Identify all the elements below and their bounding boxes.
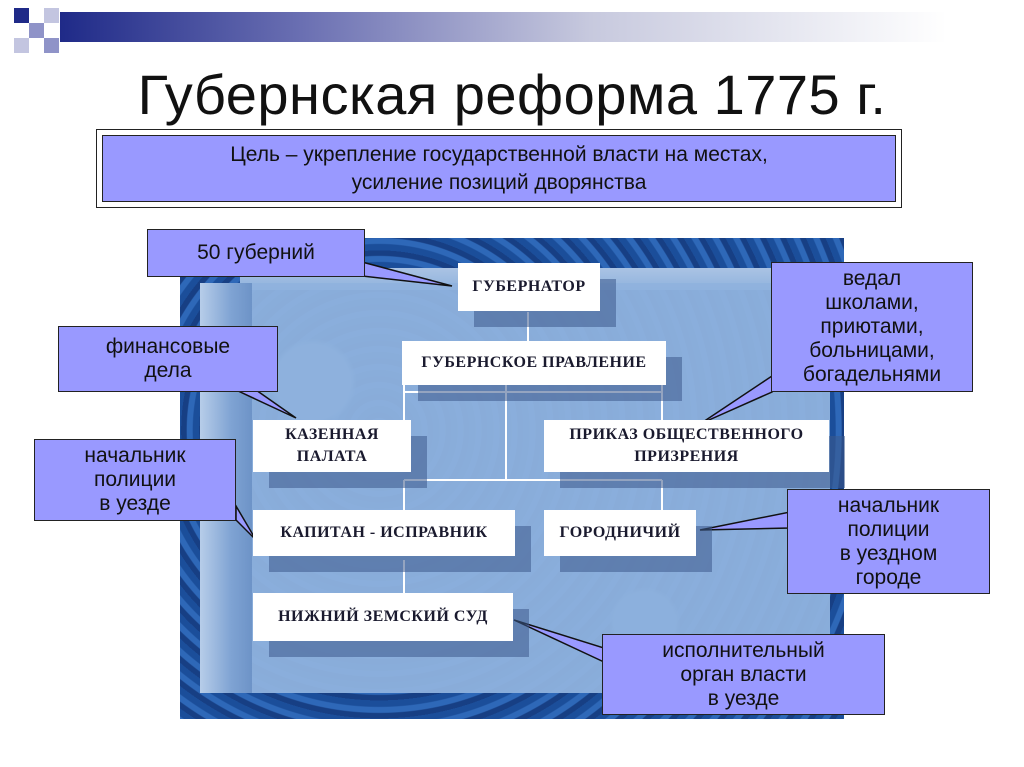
node-public-charity: ПРИКАЗ ОБЩЕСТВЕННОГО ПРИЗРЕНИЯ (544, 420, 829, 472)
goal-box: Цель – укрепление государственной власти… (102, 135, 896, 202)
title-gradient-bar (60, 12, 1024, 42)
callout-town-police: начальник полиции в уездном городе (787, 489, 990, 594)
slide-title: Губернская реформа 1775 г. (137, 63, 887, 126)
callout-schools: ведал школами, приютами, больницами, бог… (771, 262, 973, 392)
corner-square (44, 8, 59, 23)
node-gorodnichy: ГОРОДНИЧИЙ (544, 510, 696, 556)
corner-square (14, 38, 29, 53)
node-lower-zemsky-court: НИЖНИЙ ЗЕМСКИЙ СУД (253, 593, 513, 641)
corner-square (29, 23, 44, 38)
corner-square (44, 38, 59, 53)
node-governor: ГУБЕРНАТОР (458, 263, 600, 311)
corner-square (14, 8, 29, 23)
callout-finance: финансовые дела (58, 326, 278, 392)
callout-executive: исполнительный орган власти в уезде (602, 634, 885, 715)
callout-county-police: начальник полиции в уезде (34, 439, 236, 521)
node-treasury: КАЗЕННАЯ ПАЛАТА (253, 420, 411, 472)
callout-provinces: 50 губерний (147, 229, 365, 277)
node-provincial-board: ГУБЕРНСКОЕ ПРАВЛЕНИЕ (402, 341, 666, 385)
node-captain-ispravnik: КАПИТАН - ИСПРАВНИК (253, 510, 515, 556)
